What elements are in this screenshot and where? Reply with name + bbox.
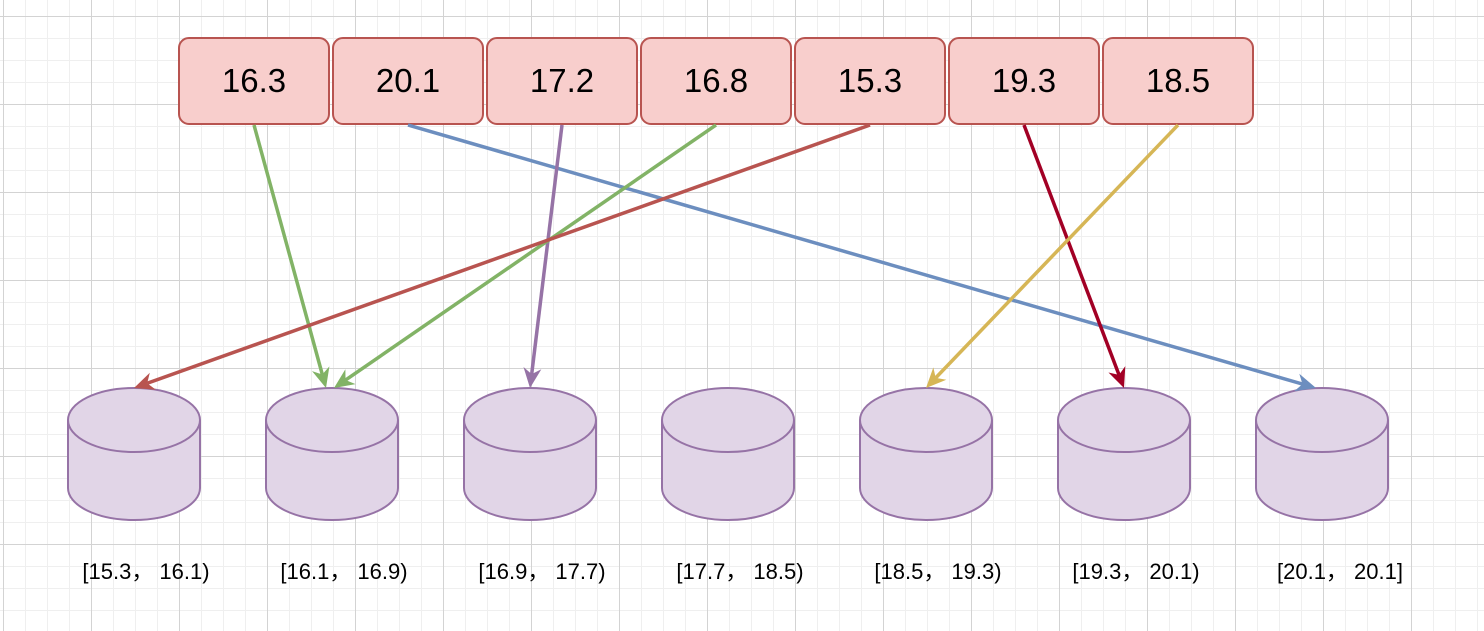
value-box[interactable]: 19.3 (948, 37, 1100, 125)
bucket-range-label: [19.3， 20.1) (1072, 559, 1200, 584)
bucket-range-label: [15.3， 16.1) (82, 559, 210, 584)
cylinder-icon (661, 387, 795, 521)
value-label: 19.3 (991, 62, 1057, 99)
bucket-range-label: [16.9， 17.7) (478, 559, 606, 584)
value-label: 16.3 (221, 62, 287, 99)
value-box[interactable]: 15.3 (794, 37, 946, 125)
cylinder-icon (859, 387, 993, 521)
value-label: 20.1 (375, 62, 441, 99)
arrow-line (934, 123, 1180, 380)
bucket-range-label: [18.5， 19.3) (874, 559, 1002, 584)
arrowhead (926, 367, 947, 388)
cylinder-icon (1255, 387, 1389, 521)
value-label: 16.8 (683, 62, 749, 99)
value-box[interactable]: 17.2 (486, 37, 638, 125)
value-box[interactable]: 20.1 (332, 37, 484, 125)
value-box[interactable]: 16.8 (640, 37, 792, 125)
arrowhead (312, 366, 330, 388)
arrow-line (146, 123, 871, 385)
bucket-cylinder[interactable] (462, 387, 598, 523)
bucket-range-label: [17.7， 18.5) (676, 559, 804, 584)
arrowhead (334, 369, 356, 388)
cylinder-icon (67, 387, 201, 521)
arrow-line (529, 124, 564, 375)
bucket-cylinder[interactable] (660, 387, 796, 523)
arrow-line (407, 123, 1304, 386)
bucket-cylinder[interactable] (264, 387, 400, 523)
bucket-range-label: [16.1， 16.9) (280, 559, 408, 584)
value-label: 17.2 (529, 62, 595, 99)
bucket-cylinder[interactable] (1254, 387, 1390, 523)
arrow-line (344, 123, 717, 382)
arrow-line (252, 124, 324, 375)
value-label: 18.5 (1145, 62, 1211, 99)
arrowhead (523, 367, 542, 388)
bucket-range-label: [20.1， 20.1] (1277, 559, 1403, 584)
cylinder-icon (463, 387, 597, 521)
value-label: 15.3 (837, 62, 903, 99)
arrowhead (1108, 366, 1126, 388)
cylinder-icon (1057, 387, 1191, 521)
cylinder-icon (265, 387, 399, 521)
bucket-cylinder[interactable] (1056, 387, 1192, 523)
value-box[interactable]: 18.5 (1102, 37, 1254, 125)
bucket-cylinder[interactable] (66, 387, 202, 523)
arrow-line (1022, 124, 1121, 376)
value-box[interactable]: 16.3 (178, 37, 330, 125)
bucket-cylinder[interactable] (858, 387, 994, 523)
